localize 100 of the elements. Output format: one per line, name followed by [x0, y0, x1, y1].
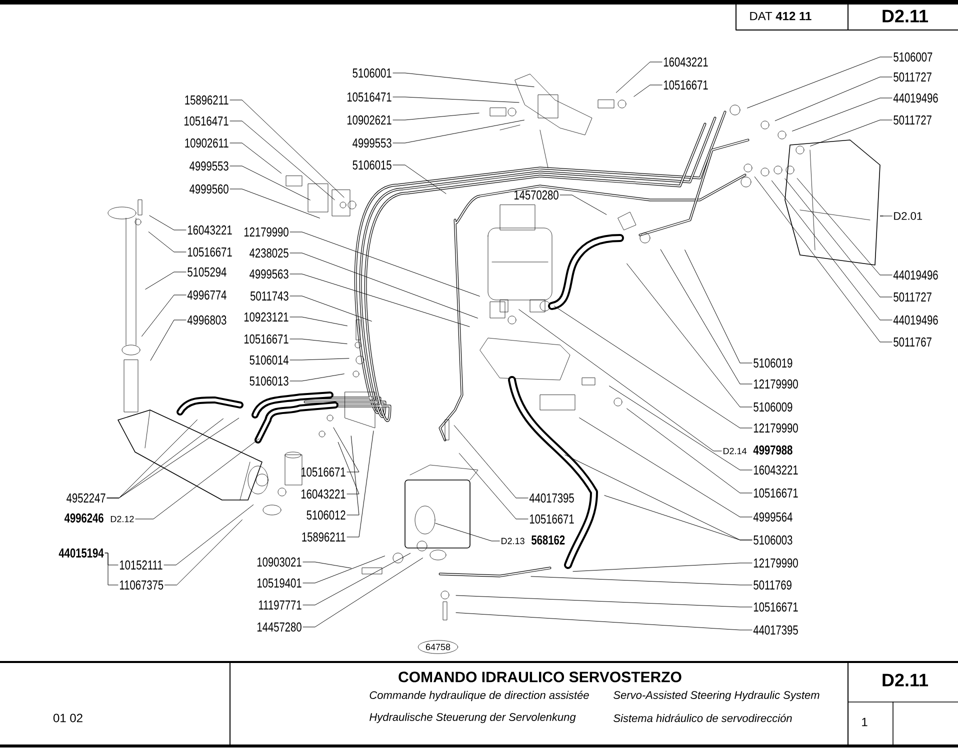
part-number: 12179990: [754, 379, 798, 389]
leader-line: [150, 320, 186, 361]
leader-line: [456, 595, 752, 608]
leader-line: [810, 120, 892, 146]
part-number: 4999563: [250, 269, 288, 279]
leader-line: [148, 232, 186, 252]
part-number: 5106014: [250, 355, 288, 365]
page-number: D2.11: [882, 674, 928, 686]
leader-line: [754, 176, 892, 342]
part-number: 4996803: [187, 315, 226, 325]
part-number: 5106013: [250, 376, 288, 386]
leader-line: [616, 62, 662, 93]
leader-line: [626, 408, 752, 494]
leader-line: [164, 520, 242, 586]
leader-line: [302, 562, 352, 568]
title: COMANDO IDRAULICO SERVOSTERZO: [398, 672, 682, 682]
part-number: 5011767: [894, 337, 932, 347]
part-number: 5106007: [894, 52, 932, 62]
part-number: 12179990: [754, 423, 798, 433]
part-number: 10923121: [244, 312, 288, 322]
leader-line: [784, 178, 892, 298]
leader-line: [579, 418, 752, 518]
part-number: 16043221: [301, 489, 346, 499]
part-number: 44017395: [753, 625, 798, 635]
leader-line: [792, 98, 892, 132]
part-number: 5011727: [894, 115, 932, 125]
part-number: 12179990: [754, 558, 798, 568]
leader-line: [290, 274, 470, 327]
subtitle: Commande hydraulique de direction assistée: [370, 690, 589, 702]
reference-label: D2.12: [110, 516, 134, 522]
leader-line: [145, 272, 186, 290]
part-number: 16043221: [754, 465, 798, 475]
leader-line: [392, 164, 446, 194]
page-number: D2.11: [882, 10, 928, 22]
leader-line: [302, 558, 423, 628]
leader-line: [572, 562, 752, 572]
leader-line: [290, 296, 372, 322]
leader-line: [346, 436, 360, 516]
leader-line: [392, 120, 524, 144]
part-number: 10516671: [754, 602, 798, 612]
part-number: 5106009: [754, 402, 792, 412]
part-number: 4952247: [66, 493, 106, 503]
part-number: 4996774: [187, 290, 226, 300]
leader-line: [392, 96, 520, 103]
leader-line: [230, 166, 310, 200]
leader-line: [747, 56, 892, 108]
leader-line: [454, 425, 528, 498]
part-number: 5011769: [754, 580, 792, 590]
part-number: 5106015: [352, 160, 392, 170]
leader-line: [458, 453, 528, 520]
part-number: 4999564: [753, 512, 792, 522]
part-number: 14570280: [514, 190, 558, 200]
part-number: 5011727: [894, 72, 932, 82]
leader-line: [346, 430, 374, 538]
leader-line: [435, 523, 500, 542]
sheet-code: DAT 412 11: [750, 12, 812, 20]
leader-line: [333, 427, 360, 472]
leader-line: [392, 112, 480, 120]
leader-line: [684, 250, 752, 364]
leader-line: [609, 386, 752, 470]
part-number: 568162: [532, 535, 565, 545]
part-number: 4997988: [753, 445, 792, 455]
leader-line: [164, 504, 254, 566]
leader-line: [604, 495, 752, 540]
leader-line: [230, 142, 282, 174]
reference-label: D2.13: [502, 538, 524, 544]
leader-line: [530, 576, 752, 586]
leader-line: [149, 215, 186, 230]
part-number: 5105294: [188, 267, 226, 277]
part-number: 10152111: [120, 560, 162, 570]
part-number: 4999553: [190, 161, 228, 171]
part-number: 44019496: [893, 315, 938, 325]
part-number: 15896211: [185, 95, 228, 105]
part-number: 10516671: [530, 514, 574, 524]
note: 01 02: [53, 714, 82, 722]
leader-line: [290, 374, 344, 382]
leader-line: [796, 178, 892, 276]
part-number: 11067375: [120, 580, 164, 590]
part-number: 10516671: [664, 80, 708, 90]
leader-line: [230, 120, 335, 200]
part-number: 14457280: [257, 622, 302, 632]
leader-line: [290, 252, 478, 318]
part-number: D2.01: [894, 212, 922, 220]
leader-line: [290, 338, 348, 344]
leader-line: [634, 84, 662, 97]
part-number: 10519401: [257, 578, 302, 588]
part-number: 44019496: [893, 93, 938, 103]
part-number: 10516471: [184, 116, 228, 126]
part-number: 10516671: [754, 488, 798, 498]
leader-line: [230, 188, 320, 218]
subtitle: Hydraulische Steuerung der Servolenkung: [370, 712, 576, 724]
part-number: 5106012: [306, 510, 346, 520]
leader-line: [626, 263, 752, 408]
leader-line: [772, 180, 892, 320]
leader-line: [230, 100, 344, 198]
part-number: 4999560: [190, 184, 228, 194]
part-number: 10903021: [257, 557, 302, 567]
part-number: 15896211: [302, 532, 346, 542]
leader-line: [290, 358, 350, 360]
part-number: 5106019: [754, 358, 792, 368]
